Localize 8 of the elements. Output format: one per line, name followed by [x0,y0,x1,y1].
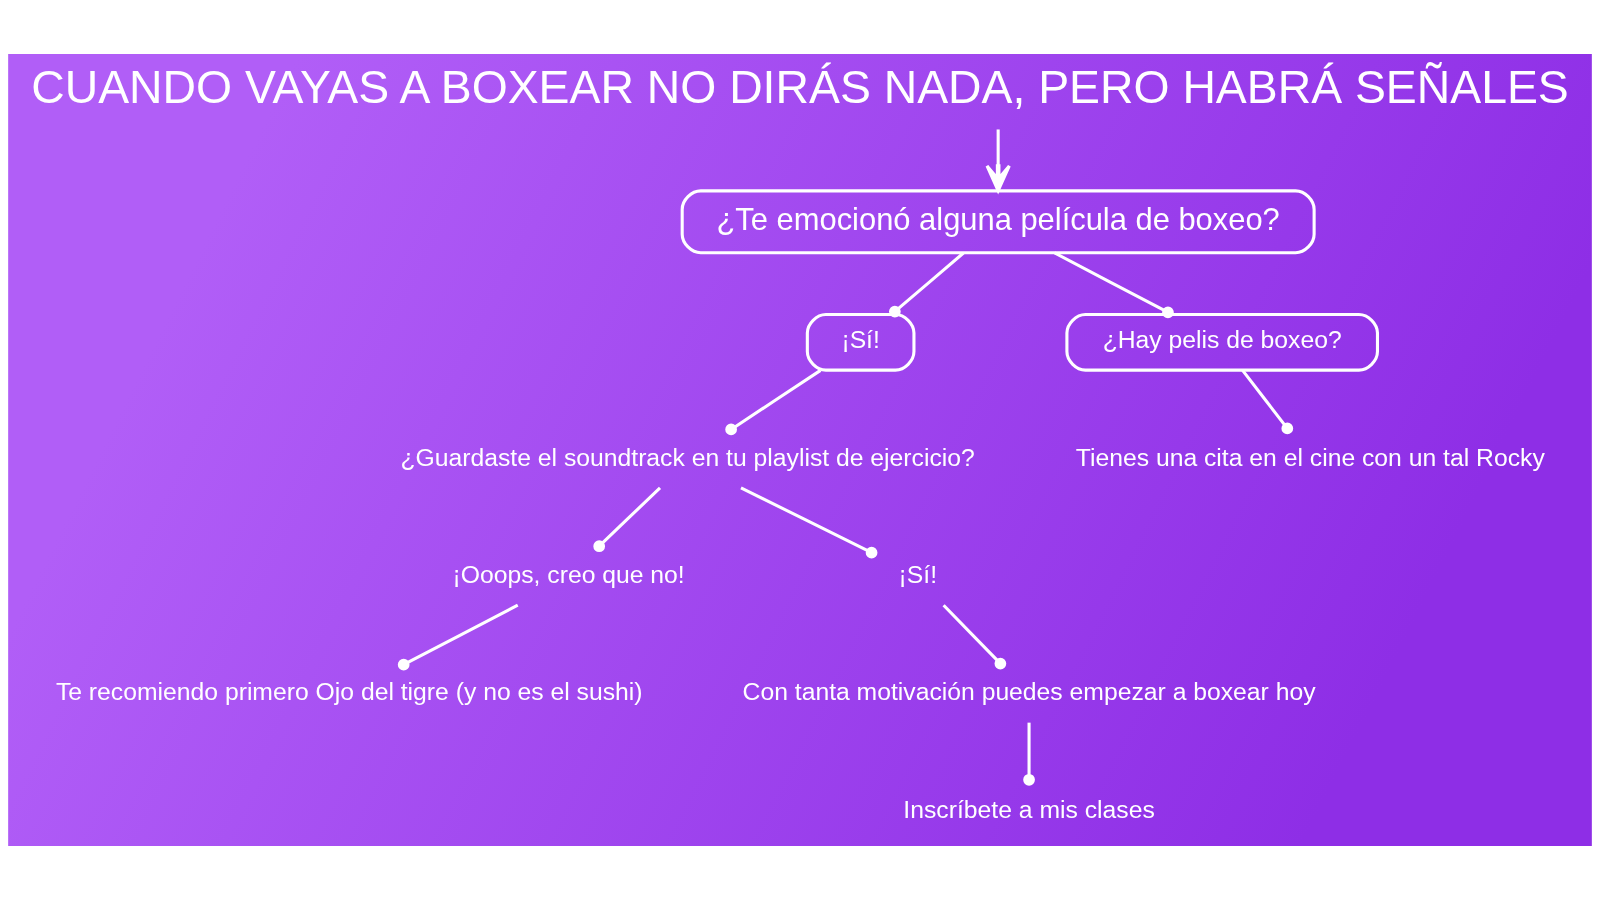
node-text: Te recomiendo primero Ojo del tigre (y no es el sushi) [55,678,643,706]
node-text: ¿Guardaste el soundtrack en tu playlist de ejercicio? [400,443,975,471]
node-text: ¡Ooops, creo que no! [452,561,685,589]
node-text: Con tanta motivación puedes empezar a boxear hoy [742,678,1316,706]
node-text: ¡Sí! [898,561,938,589]
diagram-title: CUANDO VAYAS A BOXEAR NO DIRÁS NADA, PERO HABRÁ SEÑALES [31,61,1569,114]
node-text: Tienes una cita en el cine con un tal Rocky [1075,443,1545,471]
node-text: Inscríbete a mis clases [903,795,1155,823]
